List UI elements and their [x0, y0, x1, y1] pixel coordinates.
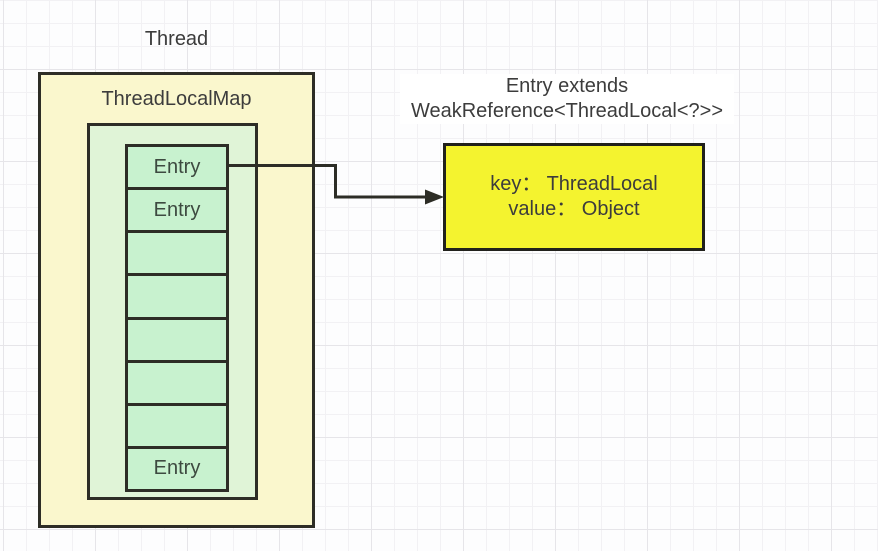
- entry-cell[interactable]: Entry: [125, 187, 229, 234]
- entry-cell-label: Entry: [153, 155, 201, 178]
- entry-note-line1: Entry extends: [505, 75, 629, 97]
- entry-note-line2: WeakReference<ThreadLocal<?>>: [410, 100, 724, 122]
- arrowhead-icon: [425, 189, 444, 205]
- entry-cell[interactable]: Entry: [125, 144, 229, 191]
- thread-label: Thread: [144, 28, 209, 50]
- entry-cell[interactable]: [125, 402, 229, 449]
- entry-detail-key: key： ThreadLocal: [490, 173, 658, 195]
- entry-cell[interactable]: [125, 359, 229, 406]
- entry-detail-box[interactable]: key： ThreadLocal value： Object: [443, 143, 705, 251]
- entry-detail-value: value： Object: [508, 198, 640, 220]
- entry-cell[interactable]: [125, 273, 229, 320]
- entry-cell[interactable]: [125, 316, 229, 363]
- entry-cells: Entry Entry Entry: [125, 144, 229, 492]
- entry-cell-label: Entry: [153, 457, 201, 480]
- entry-cell[interactable]: Entry: [125, 445, 229, 492]
- threadlocalmap-title: ThreadLocalMap: [101, 88, 252, 110]
- entry-cell[interactable]: [125, 230, 229, 277]
- entry-cell-label: Entry: [153, 198, 201, 221]
- entry-note: Entry extends WeakReference<ThreadLocal<…: [400, 74, 734, 124]
